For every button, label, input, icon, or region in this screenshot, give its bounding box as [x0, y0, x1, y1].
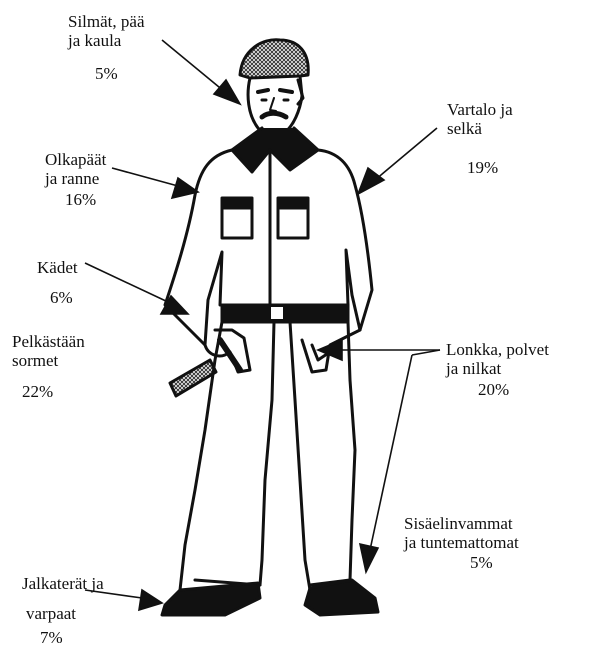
pointer-arrows [84, 39, 441, 612]
label-hands: Kädet [37, 258, 78, 277]
percent-torso-back: 19% [467, 158, 499, 177]
label-shoulders-wrist: Olkapäät ja ranne [45, 150, 107, 188]
percent-fingers-only: 22% [22, 382, 54, 401]
percent-internal-unknown: 5% [470, 553, 493, 572]
left-shoe [160, 581, 262, 617]
helmet [238, 38, 310, 80]
torso [163, 148, 374, 347]
tool [168, 358, 218, 398]
label-hip-knees-ankles: Lonkka, polvet ja nilkat [446, 340, 549, 378]
percent-hip-knees-ankles: 20% [478, 380, 510, 399]
worker-figure [160, 38, 380, 617]
right-shoe [303, 578, 380, 617]
percent-feet-toes: 7% [40, 628, 63, 647]
label-fingers-only: Pelkästään sormet [12, 332, 85, 370]
label-internal-unknown: Sisäelinvammat ja tuntemattomat [404, 514, 519, 552]
label-eyes-head-neck: Silmät, pää ja kaula [68, 12, 145, 50]
legs [178, 320, 357, 592]
label-feet-toes-line2: varpaat [26, 604, 77, 623]
percent-eyes-head-neck: 5% [95, 64, 118, 83]
collar [230, 126, 320, 174]
percent-hands: 6% [50, 288, 73, 307]
moustache [259, 110, 289, 120]
percent-shoulders-wrist: 16% [65, 190, 97, 209]
label-feet-toes: Jalkaterät ja [22, 574, 104, 593]
label-torso-back: Vartalo ja selkä [447, 100, 513, 138]
